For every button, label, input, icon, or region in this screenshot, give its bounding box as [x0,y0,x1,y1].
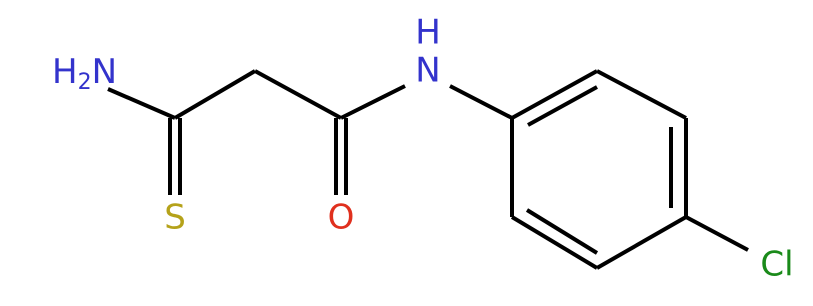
ring-bond-5 [510,215,599,270]
bond-c3-n [340,84,406,120]
bonds [107,69,749,270]
ring-inner-3 [525,208,599,255]
nh2-h: H [52,52,78,92]
bond-c2-c3 [254,69,342,120]
atom-label-s: S [164,198,186,238]
atom-label-nh-h: H [415,13,441,53]
ring-bond-2 [596,69,687,120]
bond-n-ring [449,84,513,120]
atom-label-nh-n: N [415,51,440,91]
atom-label-cl: Cl [760,245,793,285]
ring-inner-1 [527,85,598,127]
bond-n-c1 [107,87,176,120]
bond-ring-cl [685,215,749,252]
ring-bond-1 [511,69,598,120]
atom-label-o: O [328,198,355,238]
nh2-n: N [92,52,117,92]
ring-bond-4 [596,215,687,270]
bond-c1-c2 [173,69,257,120]
nh2-sub: 2 [78,70,92,95]
atom-labels: H2N H N S O Cl [52,13,794,285]
atom-label-nh2: H2N [52,52,117,96]
